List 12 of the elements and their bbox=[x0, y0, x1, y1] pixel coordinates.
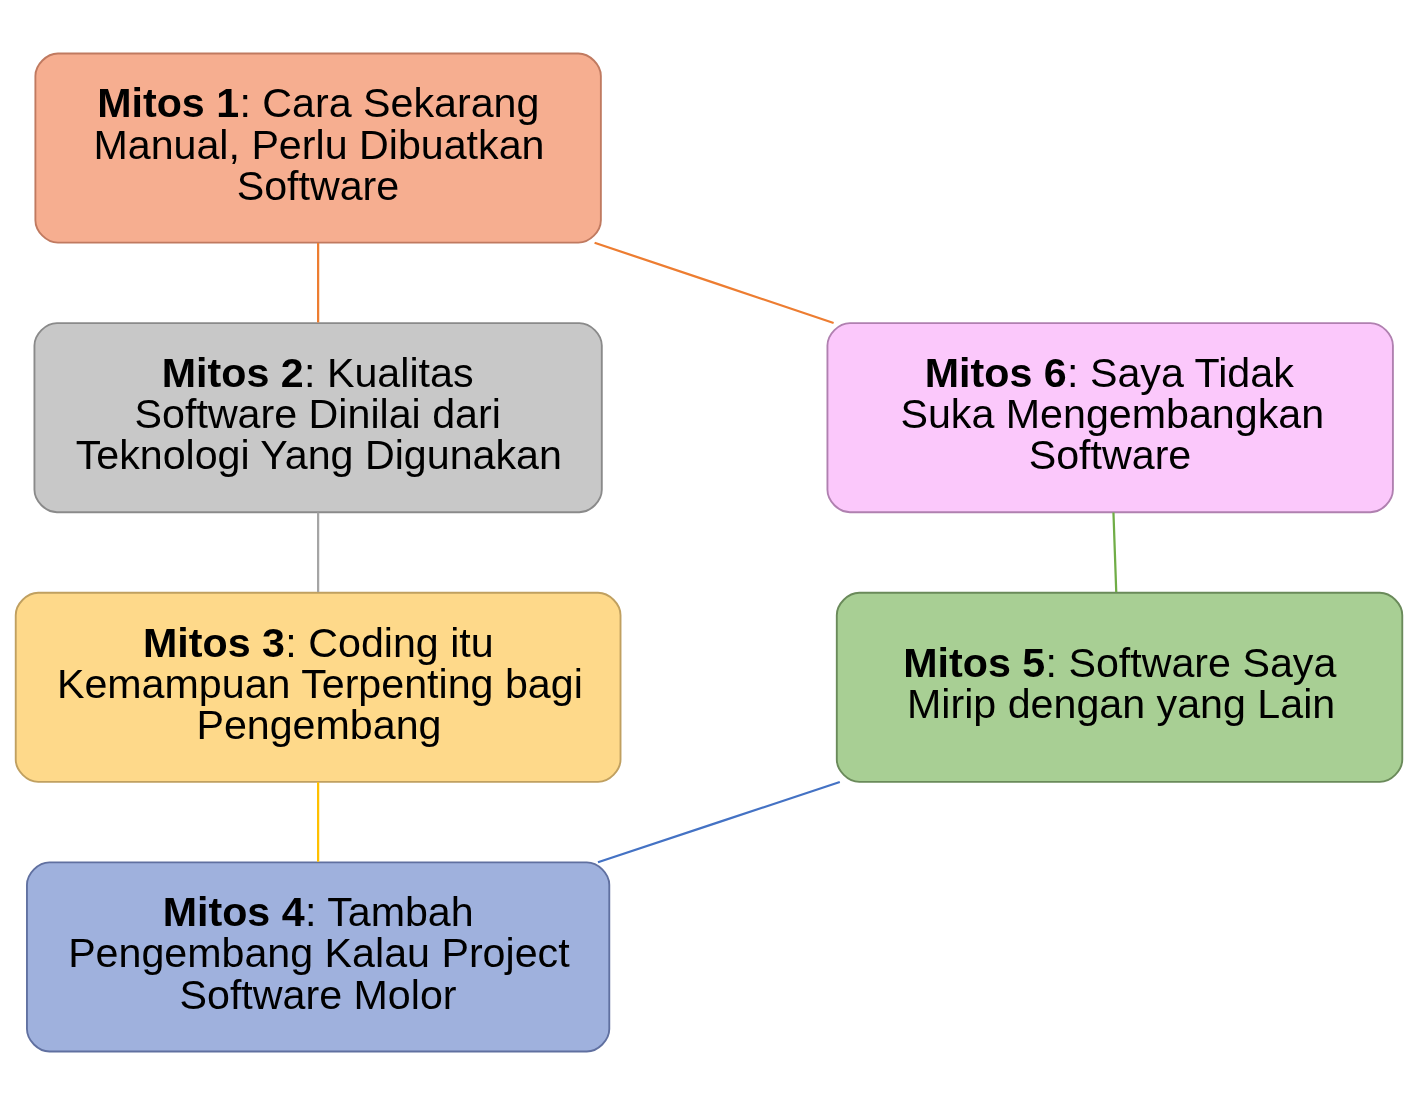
node-box: Mitos 1: Cara Sekarang Manual, Perlu Dibuatkan Software bbox=[34, 52, 602, 244]
connector bbox=[317, 512, 320, 592]
node-box: Mitos 2: Kualitas Software Dinilai dari Teknologi Yang Digunakan bbox=[33, 321, 603, 513]
connector bbox=[597, 780, 841, 863]
node-box: Mitos 5: Software Saya Mirip dengan yang Lain bbox=[835, 591, 1404, 783]
node-box: Mitos 4: Tambah Pengembang Kalau Project Software Molor bbox=[26, 860, 611, 1052]
connector bbox=[317, 242, 320, 322]
connector bbox=[1112, 512, 1118, 592]
connector bbox=[317, 781, 320, 862]
node-box: Mitos 3: Coding itu Kemampuan Terpenting bagi Pengembang bbox=[14, 591, 622, 783]
node-box: Mitos 6: Saya Tidak Suka Mengembangkan Software bbox=[826, 321, 1394, 513]
connector bbox=[594, 241, 834, 324]
